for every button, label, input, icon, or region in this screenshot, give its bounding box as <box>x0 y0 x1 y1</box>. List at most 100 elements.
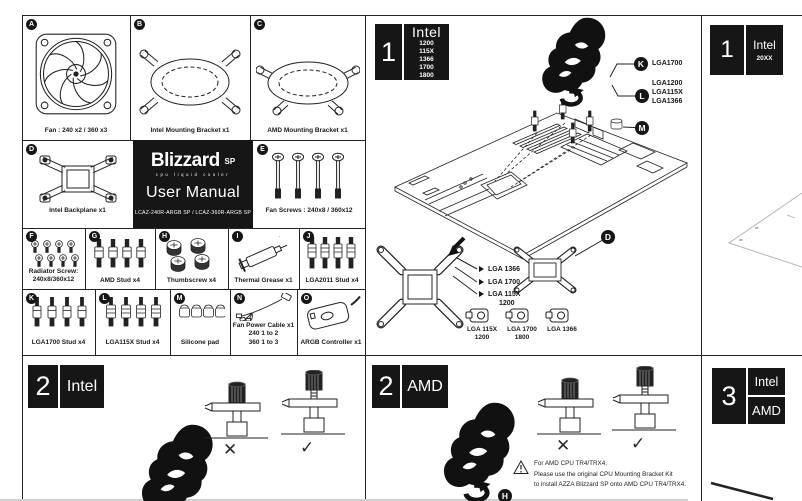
callout-k-label: LGA1700 <box>652 60 683 67</box>
part-letter-g: G <box>89 231 100 242</box>
grid-line <box>365 15 366 501</box>
grid-line <box>22 15 23 501</box>
thumbscrew-wrong-diagram <box>204 381 268 439</box>
intel-bracket-icon <box>139 49 241 115</box>
silicone-pads-icon <box>179 304 225 318</box>
platform-label: Intel <box>66 377 98 395</box>
part-letter-n: N <box>234 293 245 304</box>
warning-line: For AMD CPU TR4/TRX4. <box>534 460 608 467</box>
step-number: 3 <box>712 368 746 424</box>
grid-line <box>22 15 802 16</box>
grid-line <box>22 289 365 290</box>
part-caption: Thermal Grease x1 <box>234 277 293 284</box>
thermal-grease-icon <box>238 236 288 272</box>
brand-name: Blizzard <box>150 150 220 171</box>
callout-l-label: LGA1366 <box>652 98 683 105</box>
grid-line <box>297 289 298 355</box>
part-caption: AMD Mounting Bracket x1 <box>267 127 348 134</box>
grid-line <box>22 228 365 229</box>
part-letter-d: D <box>26 144 37 155</box>
part-letter-a: A <box>26 19 37 30</box>
grid-line <box>95 289 96 355</box>
brand-subtitle: cpu liquid cooler <box>155 172 231 177</box>
part-caption: Silicone pad <box>180 339 220 346</box>
backplane-icon <box>39 155 117 203</box>
socket-label: 1366 <box>419 56 434 63</box>
fan-icon <box>35 33 117 115</box>
socket-label: 115X <box>419 48 434 55</box>
step1-intel20xx-badge: 1 Intel 20XX <box>710 25 783 75</box>
brand-suffix: SP <box>224 157 236 166</box>
wrong-mark: ✕ <box>223 440 238 459</box>
grid-line <box>250 15 251 140</box>
part-letter-i: I <box>232 231 243 242</box>
clip-label-line: 1200 <box>474 334 490 342</box>
socket-label: 1700 <box>419 64 434 71</box>
clip-label-line: 1800 <box>514 334 530 342</box>
callout-l-label: LGA115X <box>652 89 683 96</box>
part-letter-o: O <box>301 293 312 304</box>
radiator-screws-icon <box>31 240 79 267</box>
clip-label-line: LGA 115X <box>466 326 498 333</box>
warning-line: Please use the original CPU Mounting Bra… <box>534 471 673 478</box>
part-caption: LGA2011 Stud x4 <box>305 277 359 284</box>
platform-label: Intel <box>754 374 779 389</box>
thumbscrew-correct-diagram <box>281 370 345 435</box>
caption-line: 240 1 to 2 <box>248 330 279 338</box>
platform-label: Intel <box>412 24 441 40</box>
step3-badge: 3 Intel AMD <box>712 368 785 424</box>
thumbscrews-icon <box>166 238 210 272</box>
grid-line <box>701 15 702 501</box>
hand-illustration <box>443 402 515 501</box>
step1-intel-badge: 1 Intel 1200 115X 1366 1700 1800 <box>375 24 449 80</box>
backplate-label: LGA 115X <box>488 291 521 298</box>
manual-title: User Manual <box>145 184 240 201</box>
argb-controller-icon <box>307 295 361 330</box>
part-letter-e: E <box>257 144 268 155</box>
step-number: 2 <box>372 365 400 408</box>
step-number: 1 <box>375 24 402 80</box>
part-letter-j: J <box>303 231 314 242</box>
fan-cable-icon <box>236 293 292 321</box>
grid-line <box>85 228 86 289</box>
warning-line: to install AZZA Blizzard SP onto AMD CPU… <box>534 481 686 488</box>
step2-intel-badge: 2 Intel <box>28 365 104 408</box>
part-caption: Thumbscrew x4 <box>166 277 217 284</box>
correct-mark: ✓ <box>631 434 646 453</box>
part-caption: Fan Screws : 240x8 / 360x12 <box>265 207 353 214</box>
platform-label: AMD <box>752 403 781 418</box>
part-caption: LGA115X Stud x4 <box>105 339 160 346</box>
part-caption: Fan : 240 x2 / 360 x3 <box>44 127 108 134</box>
step1-motherboard-illustration <box>376 17 688 329</box>
grid-line <box>170 289 171 355</box>
partial-motherboard-illustration <box>727 192 802 268</box>
grid-line <box>228 228 229 289</box>
caption-line: 240x8/360x12 <box>32 276 75 284</box>
page-edge-line <box>0 499 688 501</box>
arrow-icon <box>479 279 484 285</box>
socket-label: 1800 <box>419 72 434 79</box>
callout-m: M <box>635 121 649 135</box>
amd-bracket-icon <box>256 61 360 116</box>
fan-screws-icon <box>272 152 344 199</box>
callout-l-label: LGA1200 <box>652 80 683 87</box>
part-caption: ARGB Controller x1 <box>300 339 362 346</box>
callout-d: D <box>601 230 615 244</box>
socket-label: 20XX <box>756 55 773 62</box>
backplate-label: LGA 1700 <box>488 279 521 286</box>
hand-illustration <box>141 424 213 501</box>
grid-line <box>130 15 131 140</box>
platform-label: AMD <box>407 377 443 395</box>
grid-line <box>155 228 156 289</box>
step2-amd-badge: 2 AMD <box>372 365 448 408</box>
backplate-label: LGA 1366 <box>488 266 521 273</box>
callout-h: H <box>498 489 512 501</box>
part-letter-l: L <box>99 293 110 304</box>
partial-line-illustration <box>710 481 774 501</box>
grid-line <box>230 289 231 355</box>
part-letter-m: M <box>174 293 185 304</box>
lga1700-studs-icon <box>32 297 87 327</box>
step-number: 1 <box>710 25 744 75</box>
